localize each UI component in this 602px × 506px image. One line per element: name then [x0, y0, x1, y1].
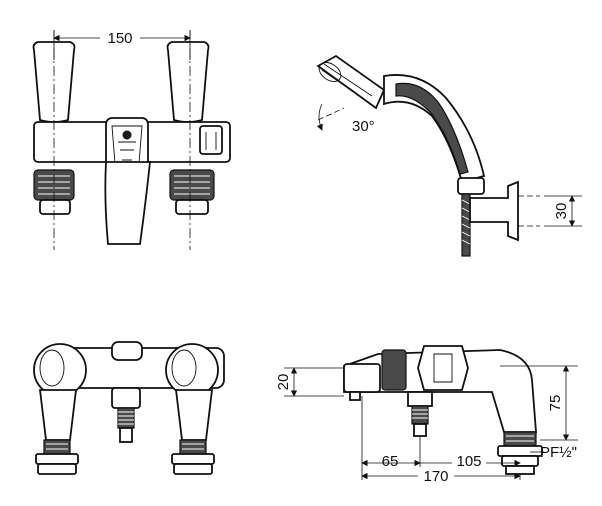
left-knob-top — [33, 343, 87, 397]
dim-label-170: 170 — [423, 468, 448, 485]
hose-connector — [457, 177, 485, 195]
dim-label-20: 20 — [275, 374, 292, 391]
wall-mount — [199, 125, 223, 155]
top-view — [33, 341, 225, 475]
side-cartridge — [381, 349, 407, 391]
front-view: 150 — [32, 28, 231, 250]
thread-pipe — [461, 193, 471, 257]
right-handle — [166, 41, 210, 123]
right-knob-top — [165, 343, 219, 397]
side-view: 20 75 PF½" 65 105 170 — [275, 345, 578, 485]
side-knob — [417, 345, 469, 391]
right-connector — [169, 169, 215, 201]
spout — [104, 161, 151, 245]
left-leg — [38, 389, 78, 441]
dim-label-30deg: 30° — [352, 118, 375, 135]
wall-bracket — [469, 180, 519, 242]
dim-label-75: 75 — [547, 395, 564, 412]
dim-label-65: 65 — [382, 453, 399, 470]
thread-size-label: PF½" — [540, 444, 577, 461]
dim-label-150: 150 — [107, 30, 132, 47]
dim-label-105: 105 — [456, 453, 481, 470]
shower-head-view: 30° 30 — [316, 54, 582, 257]
right-leg — [174, 389, 214, 441]
dim-label-30: 30 — [553, 203, 570, 220]
